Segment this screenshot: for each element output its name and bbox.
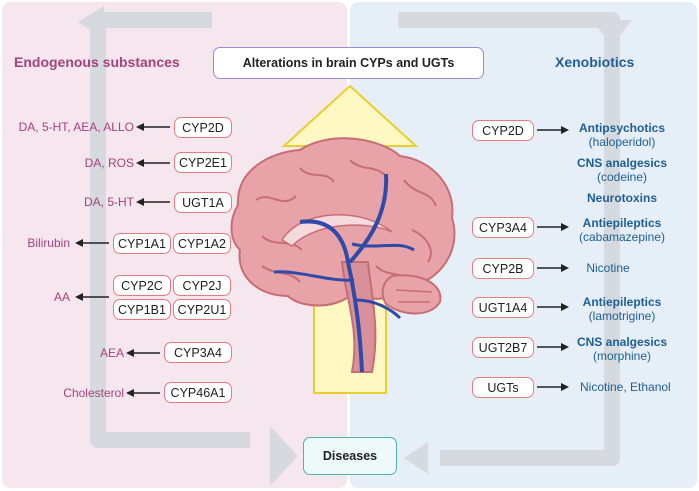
endogenous-label: Cholesterol [63, 386, 124, 400]
enzyme-box: CYP3A4 [472, 217, 534, 238]
enzyme-box: CYP3A4 [164, 342, 232, 363]
xenobiotic-arrows [537, 126, 569, 391]
enzyme-box: CYP46A1 [164, 382, 232, 403]
enzyme-box: CYP2J [173, 275, 231, 296]
brain-illustration [230, 137, 456, 373]
right-cycle-arrow [398, 12, 620, 466]
endogenous-label: AA [53, 290, 70, 304]
left-cycle-arrowhead-bottom [270, 426, 298, 486]
xenobiotic-example: Nicotine, Ethanol [580, 380, 671, 394]
enzyme-box: UGT1A [174, 192, 232, 213]
xenobiotic-example: (codeine) [596, 170, 648, 184]
endogenous-arrows [75, 123, 170, 397]
title-box: Alterations in brain CYPs and UGTs [213, 47, 484, 79]
right-cycle-arrowhead-bottom [404, 442, 428, 474]
enzyme-box: CYP2E1 [174, 152, 232, 173]
xenobiotic-example: (morphine) [592, 349, 652, 363]
enzyme-box: UGT1A4 [472, 297, 534, 318]
endogenous-heading: Endogenous substances [14, 54, 180, 70]
left-cycle-arrowhead-top [78, 6, 104, 38]
enzyme-box: CYP2D [472, 120, 534, 141]
right-cycle-arrowhead-top [592, 20, 632, 46]
diseases-box: Diseases [303, 437, 397, 475]
endogenous-label: DA, 5-HT [83, 195, 134, 209]
xenobiotic-class: Antiepileptics [582, 216, 662, 230]
enzyme-box: CYP1A1 [113, 233, 171, 254]
xenobiotic-example: (lamotrigine) [588, 309, 656, 323]
title-text: Alterations in brain CYPs and UGTs [242, 56, 455, 70]
endogenous-label: Bilirubin [27, 236, 70, 250]
enzyme-box: CYP2D [174, 117, 232, 138]
xenobiotic-example: Nicotine [586, 261, 630, 275]
xenobiotic-class: CNS analgesics [576, 335, 668, 349]
xenobiotic-class: CNS analgesics [576, 156, 668, 170]
endogenous-label: DA, 5-HT, AEA, ALLO [18, 120, 134, 134]
enzyme-box: CYP2U1 [173, 299, 231, 320]
enzyme-box: UGTs [472, 377, 534, 398]
left-cycle-arrow [90, 12, 250, 448]
enzyme-box: CYP1A2 [173, 233, 231, 254]
endogenous-label: DA, ROS [84, 156, 134, 170]
xenobiotic-example: (haloperidol) [588, 135, 656, 149]
xenobiotic-class: Antiepileptics [582, 295, 662, 309]
enzyme-box: CYP1B1 [113, 299, 171, 320]
enzyme-box: UGT2B7 [472, 337, 534, 358]
xenobiotic-example: (cabamazepine) [578, 230, 666, 244]
endogenous-label: AEA [99, 346, 124, 360]
enzyme-box: CYP2C [113, 275, 171, 296]
xenobiotic-class: Antipsychotics [578, 121, 665, 135]
diseases-text: Diseases [322, 449, 378, 463]
xenobiotic-class: Neurotoxins [586, 191, 657, 205]
enzyme-box: CYP2B [472, 258, 534, 279]
xenobiotics-heading: Xenobiotics [555, 54, 635, 70]
